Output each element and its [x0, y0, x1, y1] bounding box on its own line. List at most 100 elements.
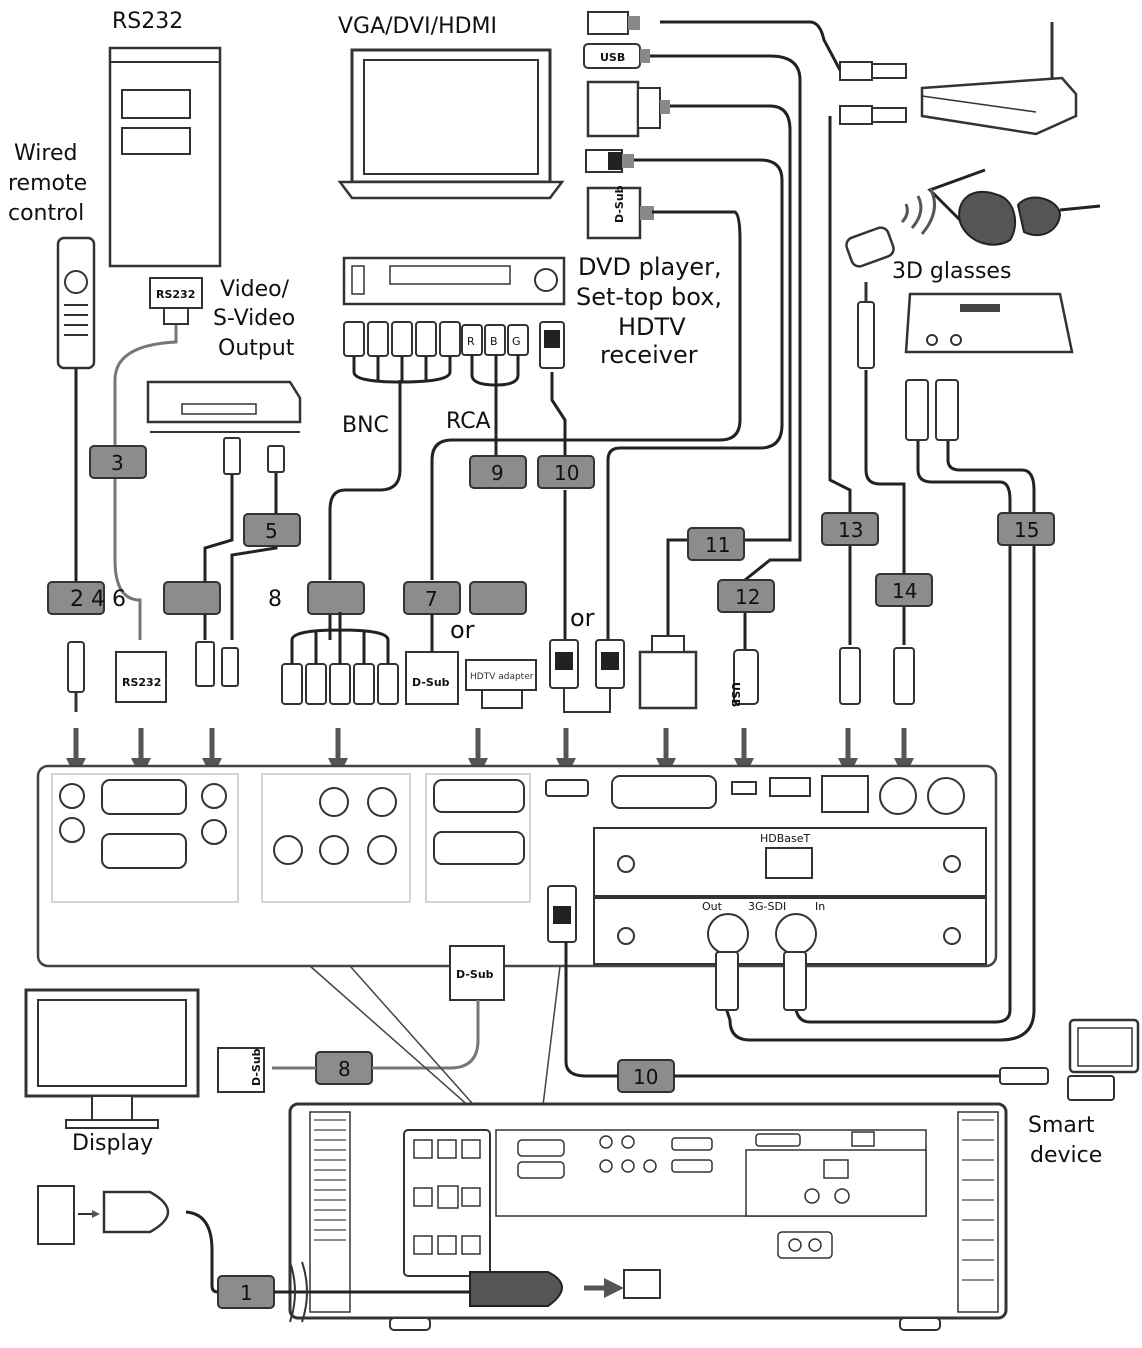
- usb-plug-top-icon: USB: [583, 43, 650, 69]
- badge-7-label: 7: [425, 587, 438, 611]
- dvd-player-icon: [342, 256, 566, 306]
- remote-out-port: [59, 817, 85, 843]
- dvd-label-1: DVD player,: [578, 253, 722, 281]
- rs232-top-text: RS232: [156, 288, 195, 301]
- sdi-source-icon: [904, 292, 1074, 354]
- lower-plugs: RS232 D-Sub HDTV adapter USB: [67, 612, 915, 713]
- hdmi-plug-top-icon: [585, 149, 634, 173]
- sdi-in-port: [775, 913, 817, 955]
- badge-12: [717, 579, 775, 613]
- badge-8-label: 8: [338, 1057, 351, 1081]
- badge-15: [997, 512, 1055, 546]
- video-plugs-icon: [223, 437, 285, 475]
- smart-label-1: Smart: [1028, 1113, 1095, 1138]
- remote-control-icon: [56, 236, 96, 370]
- dvd-label-4: receiver: [600, 341, 698, 369]
- rca-b-text: B: [490, 335, 498, 348]
- badge-5: [243, 513, 301, 547]
- mini-din-plug-top-icon: [587, 11, 640, 35]
- projector-rear-icon: [288, 1102, 1008, 1331]
- dc-out-port: [769, 777, 811, 797]
- svideo-port: [201, 783, 227, 809]
- badge-14-label: 14: [892, 579, 917, 603]
- lan-port: [821, 775, 869, 813]
- rs232-title: RS232: [112, 9, 183, 34]
- hdmi-low-cable: [547, 885, 1049, 1085]
- hdbaset-text: HDBaseT: [760, 832, 811, 845]
- remote-in-port: [59, 783, 85, 809]
- badge-rca-blank: [469, 581, 527, 615]
- smart-label-2: device: [1030, 1143, 1102, 1168]
- sdi-text: 3G-SDI: [748, 900, 786, 913]
- badge-5-label: 5: [265, 519, 278, 543]
- vga-in-port: [433, 779, 525, 813]
- loose-8-text: 8: [268, 587, 282, 612]
- vga-out-port: [433, 831, 525, 865]
- badge-3: [89, 445, 147, 479]
- wired-label-1: Wired: [14, 141, 77, 166]
- svideo-plug-icon: [195, 641, 215, 687]
- dvd-label-2: Set-top box,: [576, 283, 722, 311]
- display-label: Display: [72, 1131, 153, 1156]
- dvd-label-3: HDTV: [618, 313, 686, 341]
- badges: 3 5 9 10 11 12 13 14 15 7 8 10 1: [47, 445, 1055, 1309]
- badge-10-bottom-label: 10: [633, 1065, 658, 1089]
- video-label-1: Video/: [220, 277, 290, 302]
- hdtv-adapter-text: HDTV adapter: [470, 672, 534, 682]
- rs232-plug-top-icon: RS232: [149, 277, 203, 325]
- sdi-in-text: In: [815, 900, 825, 913]
- badge-12-label: 12: [735, 585, 760, 609]
- sdi-out-text: Out: [702, 900, 723, 913]
- badge-246-text: 2 4 6: [70, 587, 126, 612]
- usb-plug-bottom-icon: [733, 649, 759, 705]
- rs232-bottom-text: RS232: [122, 676, 161, 689]
- composite-plug-icon: [221, 647, 239, 687]
- hdmi-port: [545, 779, 589, 797]
- rca-g-text: G: [512, 335, 521, 348]
- pc-tower-icon: [108, 46, 222, 268]
- rca-label: RCA: [446, 409, 491, 434]
- projector-panel: HDBaseT 3G-SDI Out In: [36, 764, 998, 968]
- rs232-in-port: [101, 779, 187, 815]
- or-label-2: or: [570, 604, 595, 632]
- 3d-jack-icon: [857, 282, 875, 369]
- dsub-output: D-Sub D-Sub: [217, 945, 505, 1093]
- badge-11-label: 11: [705, 533, 730, 557]
- smart-device-icon: [1067, 1018, 1140, 1101]
- laptop-icon: [337, 48, 565, 200]
- usb-top-text: USB: [600, 51, 625, 64]
- dsub-top-text: D-Sub: [613, 185, 626, 223]
- video-label-2: S-Video: [213, 306, 295, 331]
- display-monitor-icon: [24, 988, 200, 1129]
- dsub-out-text: D-Sub: [456, 968, 494, 981]
- usb-port: [731, 781, 757, 795]
- dsub-plug-top-icon: D-Sub: [586, 185, 654, 240]
- badge-246: [47, 581, 105, 615]
- dvi-plug-bottom-icon: [638, 650, 698, 710]
- badge-9-label: 9: [491, 461, 504, 485]
- dvi-plug-top-icon: [586, 80, 670, 138]
- sync-out-port: [927, 777, 965, 815]
- rs232-plug-bottom-icon: [115, 651, 167, 703]
- dsub-plug-mid-icon: [405, 651, 459, 705]
- badge-14: [875, 573, 933, 607]
- badge-10-top-label: 10: [554, 461, 579, 485]
- video-port: [201, 819, 227, 845]
- lan-plug-a-icon: [839, 61, 907, 81]
- sdi-plugs-top-icon: [905, 379, 959, 441]
- lan-plug-b-icon: [839, 105, 907, 125]
- router-icon: [920, 22, 1078, 136]
- rs232-out-port: [101, 833, 187, 869]
- or-label-1: or: [450, 616, 475, 644]
- badge-3-label: 3: [111, 451, 124, 475]
- 3d-glasses-icon: [927, 168, 1101, 246]
- badge-bnc-blank: [307, 581, 365, 615]
- badge-video-blank: [163, 581, 221, 615]
- sdi-out-port: [707, 913, 749, 955]
- remote-jack-icon: [67, 641, 85, 693]
- hdbaset-port: [765, 847, 813, 879]
- bnc-top-plugs-icon: [343, 321, 461, 384]
- badge-9: [469, 455, 527, 489]
- badge-15-label: 15: [1014, 518, 1039, 542]
- rgb-rca-plug-icon: R B G: [461, 324, 529, 387]
